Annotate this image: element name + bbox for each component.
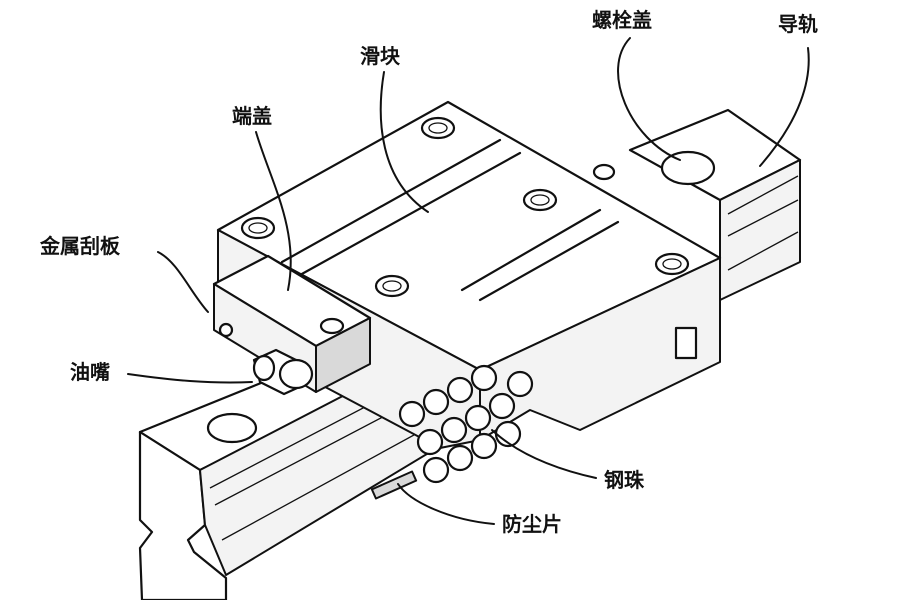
bolt-cap-far [660, 150, 716, 186]
grease-nipple [252, 348, 314, 396]
leader-steel-balls [491, 429, 597, 479]
leader-bolt-cap [617, 37, 681, 161]
end-cap-side [315, 317, 371, 393]
leader-dust-strip [397, 483, 495, 525]
steel-balls [398, 364, 534, 484]
label-end-cap: 端盖 [232, 104, 272, 128]
metal-scraper-hole [218, 322, 234, 338]
label-grease-nipple: 油嘴 [70, 360, 110, 384]
leader-metal-scraper [157, 251, 209, 313]
label-metal-scraper: 金属刮板 [40, 234, 120, 258]
label-dust-strip: 防尘片 [502, 512, 562, 536]
mounting-holes [240, 116, 690, 298]
label-bolt-cap: 螺栓盖 [592, 8, 652, 32]
label-slider: 滑块 [360, 44, 400, 68]
label-steel-balls: 钢珠 [604, 468, 644, 492]
dust-strip [370, 470, 418, 500]
bolt-cap-near [206, 412, 258, 444]
leader-rail [759, 47, 810, 167]
leader-end-cap [255, 131, 292, 291]
leader-grease-nipple [127, 373, 253, 384]
leader-lines [127, 37, 810, 525]
label-rail: 导轨 [778, 12, 818, 36]
leader-slider [379, 71, 429, 213]
